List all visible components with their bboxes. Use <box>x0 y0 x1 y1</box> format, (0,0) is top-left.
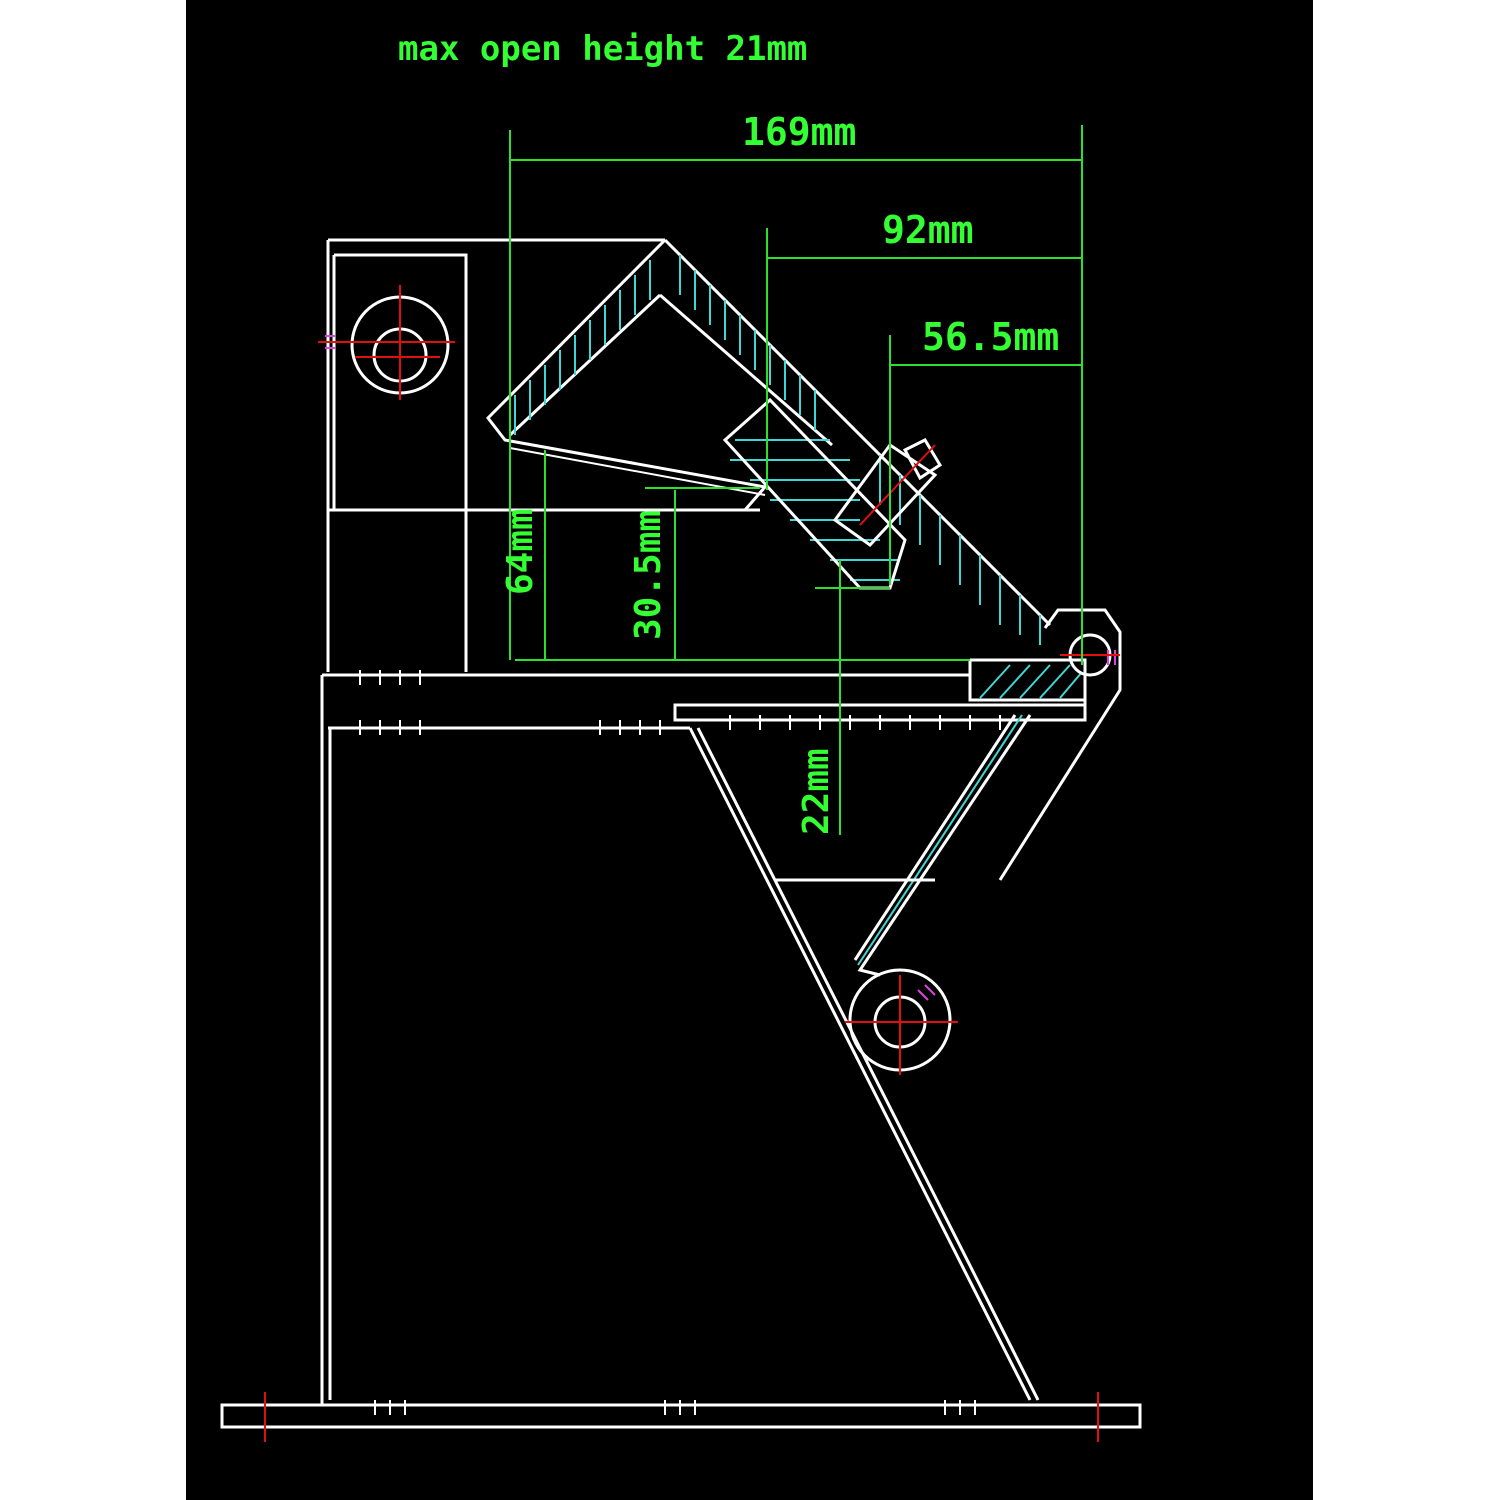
bolt <box>832 438 943 547</box>
dim-169: 169mm <box>742 110 856 154</box>
upper-jaw <box>486 238 1052 645</box>
frame-base <box>220 728 1142 1442</box>
dim-30-5: 30.5mm <box>628 510 669 640</box>
dim-22: 22mm <box>796 748 837 835</box>
dim-56-5: 56.5mm <box>922 315 1059 359</box>
horizontal-plate <box>320 658 1087 735</box>
pivot-bracket <box>673 608 1122 881</box>
dim-64: 64mm <box>500 508 541 595</box>
dimension-lines <box>509 125 1083 835</box>
drawing-background <box>186 0 1313 1500</box>
dim-92: 92mm <box>882 208 974 252</box>
upper-box <box>318 238 760 672</box>
lower-jaw <box>688 714 1040 1401</box>
clamp-block <box>722 397 907 590</box>
title-label: max open height 21mm <box>398 29 807 69</box>
